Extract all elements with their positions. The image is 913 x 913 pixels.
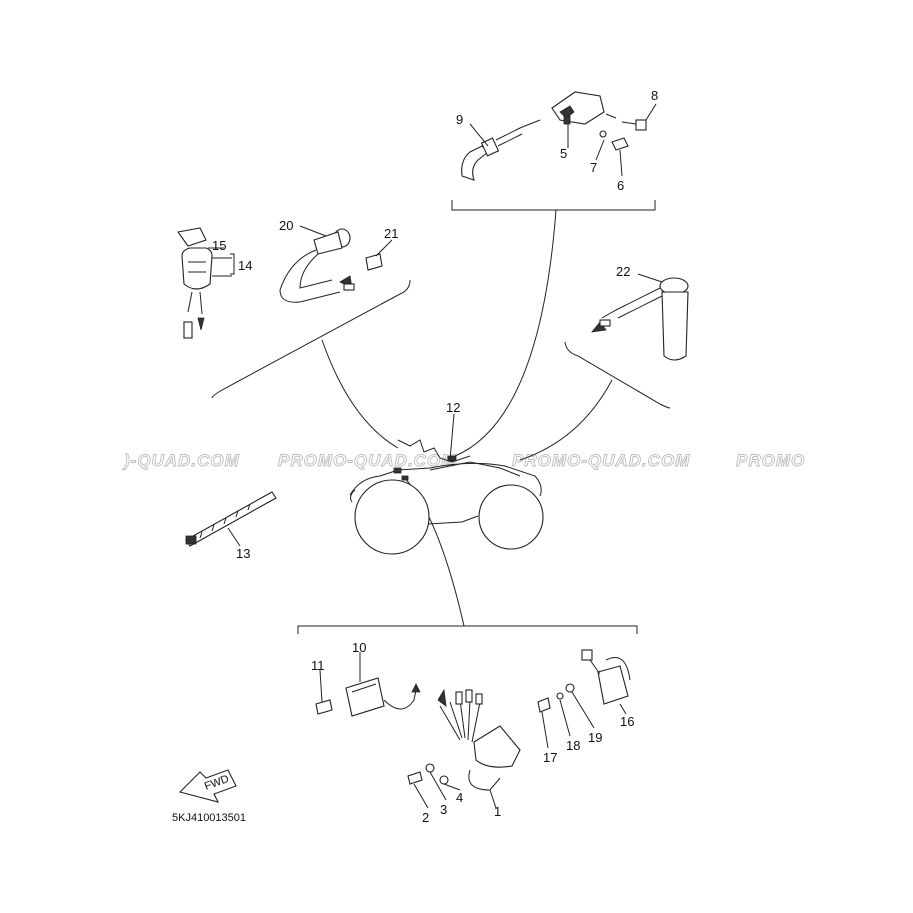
front-wheel: [354, 479, 430, 555]
callout-15: 15: [212, 238, 226, 253]
fwd-arrow: FWD: [178, 769, 237, 803]
callout-17: 17: [543, 750, 557, 765]
callout-3: 3: [440, 802, 447, 817]
callout-19: 19: [588, 730, 602, 745]
callout-11: 11: [311, 658, 325, 673]
module-10: [345, 677, 421, 717]
atv-silhouette: [349, 439, 544, 555]
watermark-text-3: PROMO-QUAD.COM: [512, 451, 690, 470]
ignition-coil-upper: [551, 91, 605, 125]
watermark: )-QUAD.COM PROMO-QUAD.COM PROMO-QUAD.COM…: [122, 451, 805, 471]
callout-2: 2: [422, 810, 429, 825]
screw-11: [315, 699, 333, 715]
callout-16: 16: [620, 714, 634, 729]
bracket-electrical-group: [297, 625, 638, 634]
bolt-17: [537, 697, 551, 713]
callout-22: 22: [616, 264, 630, 279]
throttle-grip-22: [591, 277, 689, 361]
callout-6: 6: [617, 178, 624, 193]
coil-16: [581, 649, 631, 705]
rear-wheel: [478, 484, 544, 550]
callout-14: 14: [238, 258, 252, 273]
washer-7: [599, 130, 607, 138]
leader-curve-switch: [321, 339, 399, 449]
bracket-handle-group: [564, 341, 671, 409]
bracket-switch-group: [211, 279, 411, 399]
washer-4: [439, 775, 449, 785]
washer-18: [556, 692, 564, 700]
bolt-8: [605, 113, 647, 131]
leader-curve-handle: [519, 379, 613, 461]
spark-plug-cap: [461, 119, 541, 181]
leader-curve-coil: [454, 209, 557, 457]
callout-9: 9: [456, 112, 463, 127]
callout-5: 5: [560, 146, 567, 161]
callout-21: 21: [384, 226, 398, 241]
cable-band-13: [185, 491, 277, 547]
callout-8: 8: [651, 88, 658, 103]
callout-18: 18: [566, 738, 580, 753]
cdi-unit-1: [437, 688, 521, 791]
callout-4: 4: [456, 790, 463, 805]
callout-labels: 1 2 3 4 5 6 7 8 9 10 11 12 13 14 15 16 1…: [212, 88, 658, 825]
leader-lines: [208, 103, 663, 809]
bolt-6: [611, 137, 629, 151]
callout-12: 12: [446, 400, 460, 415]
bolt-2: [407, 771, 423, 785]
watermark-text-1: )-QUAD.COM: [122, 451, 240, 470]
callout-10: 10: [352, 640, 366, 655]
callout-13: 13: [236, 546, 250, 561]
callout-1: 1: [494, 804, 501, 819]
watermark-text-4: PROMO: [736, 451, 805, 470]
bracket-ignition-coil-group: [451, 200, 656, 211]
diagram-code: 5KJ410013501: [172, 812, 246, 824]
label-21: [365, 253, 383, 271]
callout-20: 20: [279, 218, 293, 233]
watermark-text-2: PROMO-QUAD.COM: [278, 451, 456, 470]
switch-20: [279, 228, 355, 303]
washer-19: [565, 683, 575, 693]
washer-3: [425, 763, 435, 773]
callout-7: 7: [590, 160, 597, 175]
main-switch: [177, 227, 213, 339]
